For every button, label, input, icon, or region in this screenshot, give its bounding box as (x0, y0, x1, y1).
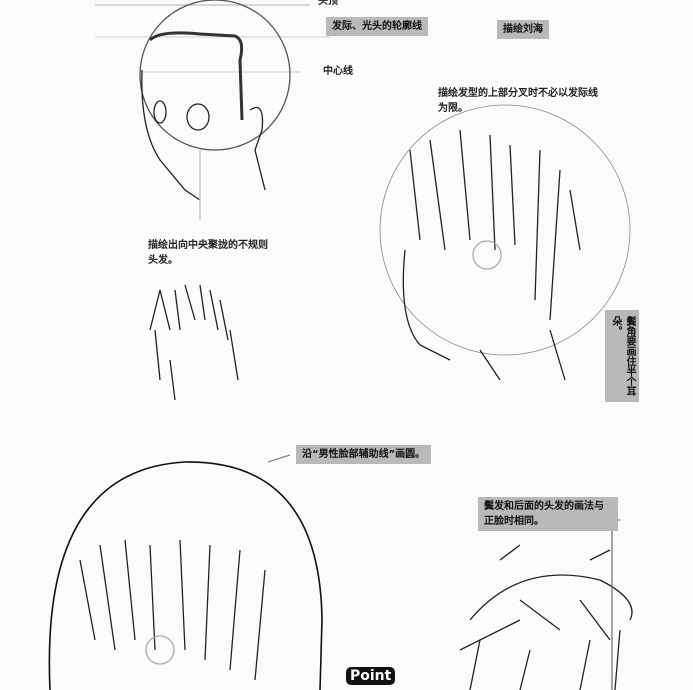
callout-sideburn: 鬓角要画住半个耳朵。 (605, 310, 639, 402)
point-badge: Point (346, 667, 396, 685)
callout-hairline-outline: 发际、光头的轮廓线 (326, 17, 428, 36)
bangs-sketch (379, 104, 631, 381)
callout-draw-bangs: 描绘刘海 (497, 20, 549, 39)
circle-head-sketch (48, 454, 323, 690)
callout-side-back-hair: 鬓发和后面的头发的画法与正脸时相同。 (478, 497, 618, 531)
note-bangs: 描绘发型的上部分叉时不必以发际线为限。 (438, 88, 598, 114)
bald-head-sketch (95, 0, 330, 220)
callout-circle: 沿“男性脸部辅助线”画圆。 (296, 445, 432, 464)
center-hair-sketch (149, 284, 239, 401)
label-center-line: 中心线 (323, 66, 353, 77)
note-center-hair: 描绘出向中央聚拢的不规则头发。 (148, 240, 268, 266)
side-hair-sketch (459, 519, 633, 690)
label-top-of-head: 头顶 (318, 0, 338, 7)
